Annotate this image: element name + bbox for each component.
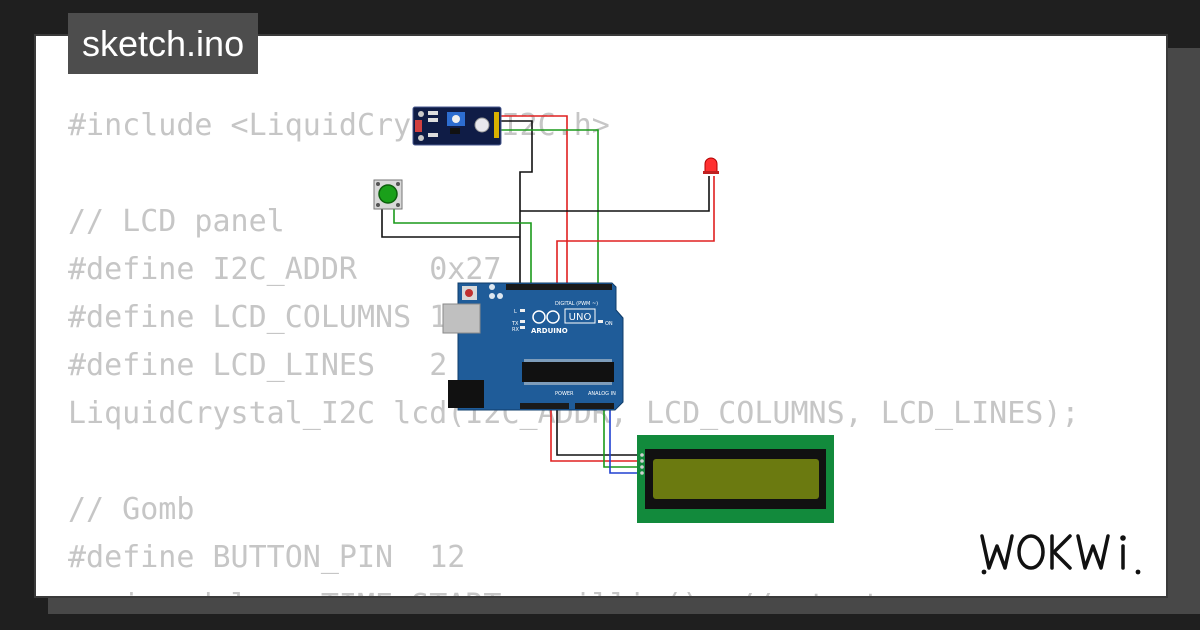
wire-green (393, 209, 532, 286)
push-button[interactable] (373, 179, 403, 210)
board-brand-label: ARDUINO (531, 327, 568, 335)
wire-red (550, 407, 640, 462)
wire-red (497, 115, 568, 286)
code-line: // Gomb (68, 492, 195, 527)
wokwi-logo (980, 534, 1141, 575)
wires (381, 115, 715, 474)
board-uno-label: UNO (569, 312, 592, 323)
wire-black (381, 209, 520, 238)
wire-red (556, 176, 715, 286)
lcd-display[interactable] (637, 435, 834, 523)
board-digital-label: DIGITAL (PWM ~) (555, 301, 598, 307)
code-line: // LCD panel (68, 204, 285, 239)
arduino-uno-board[interactable]: UNO ARDUINO DIGITAL (PWM ~) POWER ANALOG… (442, 282, 624, 411)
sensor-module[interactable] (412, 106, 502, 146)
red-led[interactable] (703, 157, 719, 174)
board-l-label: L (514, 309, 517, 315)
wire-green (603, 407, 640, 468)
code-line: #define I2C_ADDR 0x27 (68, 252, 502, 287)
wire-blue (609, 407, 640, 474)
board-power-label: POWER (555, 391, 574, 397)
code-background: #include <LiquidCrystal_I2C.h>// LCD pan… (68, 102, 1079, 596)
wire-black (497, 120, 533, 286)
file-tab[interactable]: sketch.ino (68, 13, 259, 74)
wire-green (497, 129, 599, 286)
code-line: #define BUTTON_PIN 12 (68, 540, 466, 575)
code-line: #define LCD_LINES 2 (68, 348, 448, 383)
board-on-label: ON (605, 321, 613, 327)
code-line: unsigned long TIME_START = millis(); // … (68, 582, 1079, 596)
arduino-logo (532, 310, 560, 324)
wire-black (520, 176, 710, 212)
board-analog-label: ANALOG IN (588, 391, 616, 397)
board-tx-label: TX (511, 321, 519, 327)
wire-black (556, 407, 640, 456)
board-rx-label: RX (512, 327, 519, 333)
